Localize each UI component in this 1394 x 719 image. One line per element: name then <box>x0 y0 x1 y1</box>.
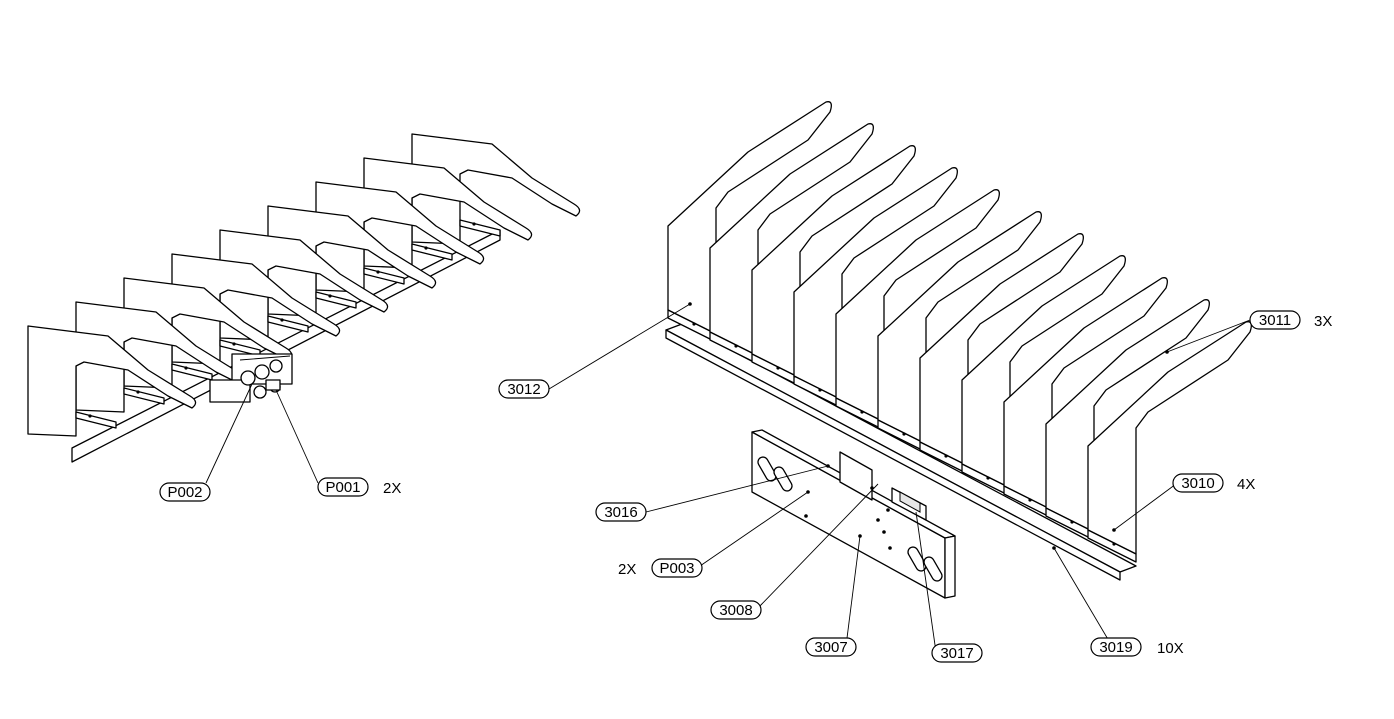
left-foot-bracket <box>459 219 501 237</box>
left-base-rail <box>71 229 501 463</box>
left-bolt-hole <box>232 342 236 346</box>
right-bolt-hole <box>1070 520 1074 524</box>
right-bolt-hole <box>1028 498 1032 502</box>
right-bolt-hole <box>1112 542 1116 546</box>
left-bolt-hole <box>376 270 380 274</box>
right-divider-plate <box>1045 299 1210 533</box>
callout-3019: 3019 10X <box>1090 637 1184 657</box>
left-bolt-hole <box>136 390 140 394</box>
callout-label: P001 <box>325 479 360 496</box>
right-divider-rack <box>665 101 1252 581</box>
left-divider-plate <box>363 157 533 269</box>
callout-qty: 10X <box>1157 640 1184 657</box>
left-divider-plate <box>411 133 581 245</box>
callout-3011: 3011 3X <box>1249 310 1332 330</box>
right-bolt-hole <box>902 432 906 436</box>
right-divider-plate <box>877 211 1042 445</box>
pneumatic-fittings <box>209 353 293 403</box>
callout-label: P003 <box>659 560 694 577</box>
callout-label: 3016 <box>604 504 637 521</box>
callout-P002: P002 <box>159 482 211 502</box>
right-bolt-hole <box>860 410 864 414</box>
right-divider-plate <box>667 101 832 335</box>
left-foot-bracket <box>123 387 165 405</box>
right-bolt-hole <box>986 476 990 480</box>
callout-3010: 3010 4X <box>1172 473 1255 493</box>
callout-label: 3007 <box>814 639 847 656</box>
left-bolt-hole <box>424 246 428 250</box>
right-divider-plate <box>793 167 958 401</box>
left-foot-bracket <box>411 243 453 261</box>
left-divider-plate <box>171 253 341 365</box>
callout-label: P002 <box>167 484 202 501</box>
callout-qty: 3X <box>1314 313 1332 330</box>
callout-label: 3008 <box>719 602 752 619</box>
leader-lines <box>205 302 1251 653</box>
right-divider-plate <box>1003 277 1168 511</box>
callout-label: 3019 <box>1099 639 1132 656</box>
left-bolt-hole <box>472 222 476 226</box>
right-foot-bracket <box>1087 529 1137 563</box>
callout-label: 3012 <box>507 381 540 398</box>
right-divider-plate <box>709 123 874 357</box>
right-divider-plate <box>751 145 916 379</box>
left-divider-plate <box>267 205 437 317</box>
left-divider-plate <box>315 181 485 293</box>
left-bolt-hole <box>88 414 92 418</box>
right-divider-plate <box>961 255 1126 489</box>
left-bolt-hole <box>184 366 188 370</box>
callout-3017: 3017 <box>931 643 983 663</box>
right-base-edge <box>665 329 1121 581</box>
callout-label: 3011 <box>1259 312 1291 329</box>
callout-3008: 3008 <box>710 600 762 620</box>
right-bolt-hole <box>818 388 822 392</box>
callout-3007: 3007 <box>805 637 857 657</box>
right-divider-plate <box>1087 321 1252 555</box>
left-divider-rack <box>27 133 581 463</box>
callout-label: 3017 <box>940 645 973 662</box>
callout-3012: 3012 <box>498 379 550 399</box>
left-divider-plate <box>27 325 197 437</box>
left-foot-bracket <box>267 315 309 333</box>
left-foot-bracket <box>315 291 357 309</box>
left-divider-plate <box>219 229 389 341</box>
callout-qty: 4X <box>1237 476 1255 493</box>
left-foot-bracket <box>363 267 405 285</box>
right-bolt-hole <box>776 366 780 370</box>
right-divider-plate <box>835 189 1000 423</box>
callout-qty: 2X <box>618 561 636 578</box>
right-bolt-hole <box>944 454 948 458</box>
left-foot-bracket <box>171 363 213 381</box>
left-bolt-hole <box>328 294 332 298</box>
right-bolt-hole <box>734 344 738 348</box>
left-bolt-hole <box>280 318 284 322</box>
right-bolt-hole <box>692 322 696 326</box>
callout-label: 3010 <box>1181 475 1214 492</box>
callout-P003: P003 2X <box>618 558 703 578</box>
callout-P001: P001 2X <box>317 477 401 497</box>
callout-qty: 2X <box>383 480 401 497</box>
callout-3016: 3016 <box>595 502 647 522</box>
left-foot-bracket <box>75 411 117 429</box>
right-divider-plate <box>919 233 1084 467</box>
